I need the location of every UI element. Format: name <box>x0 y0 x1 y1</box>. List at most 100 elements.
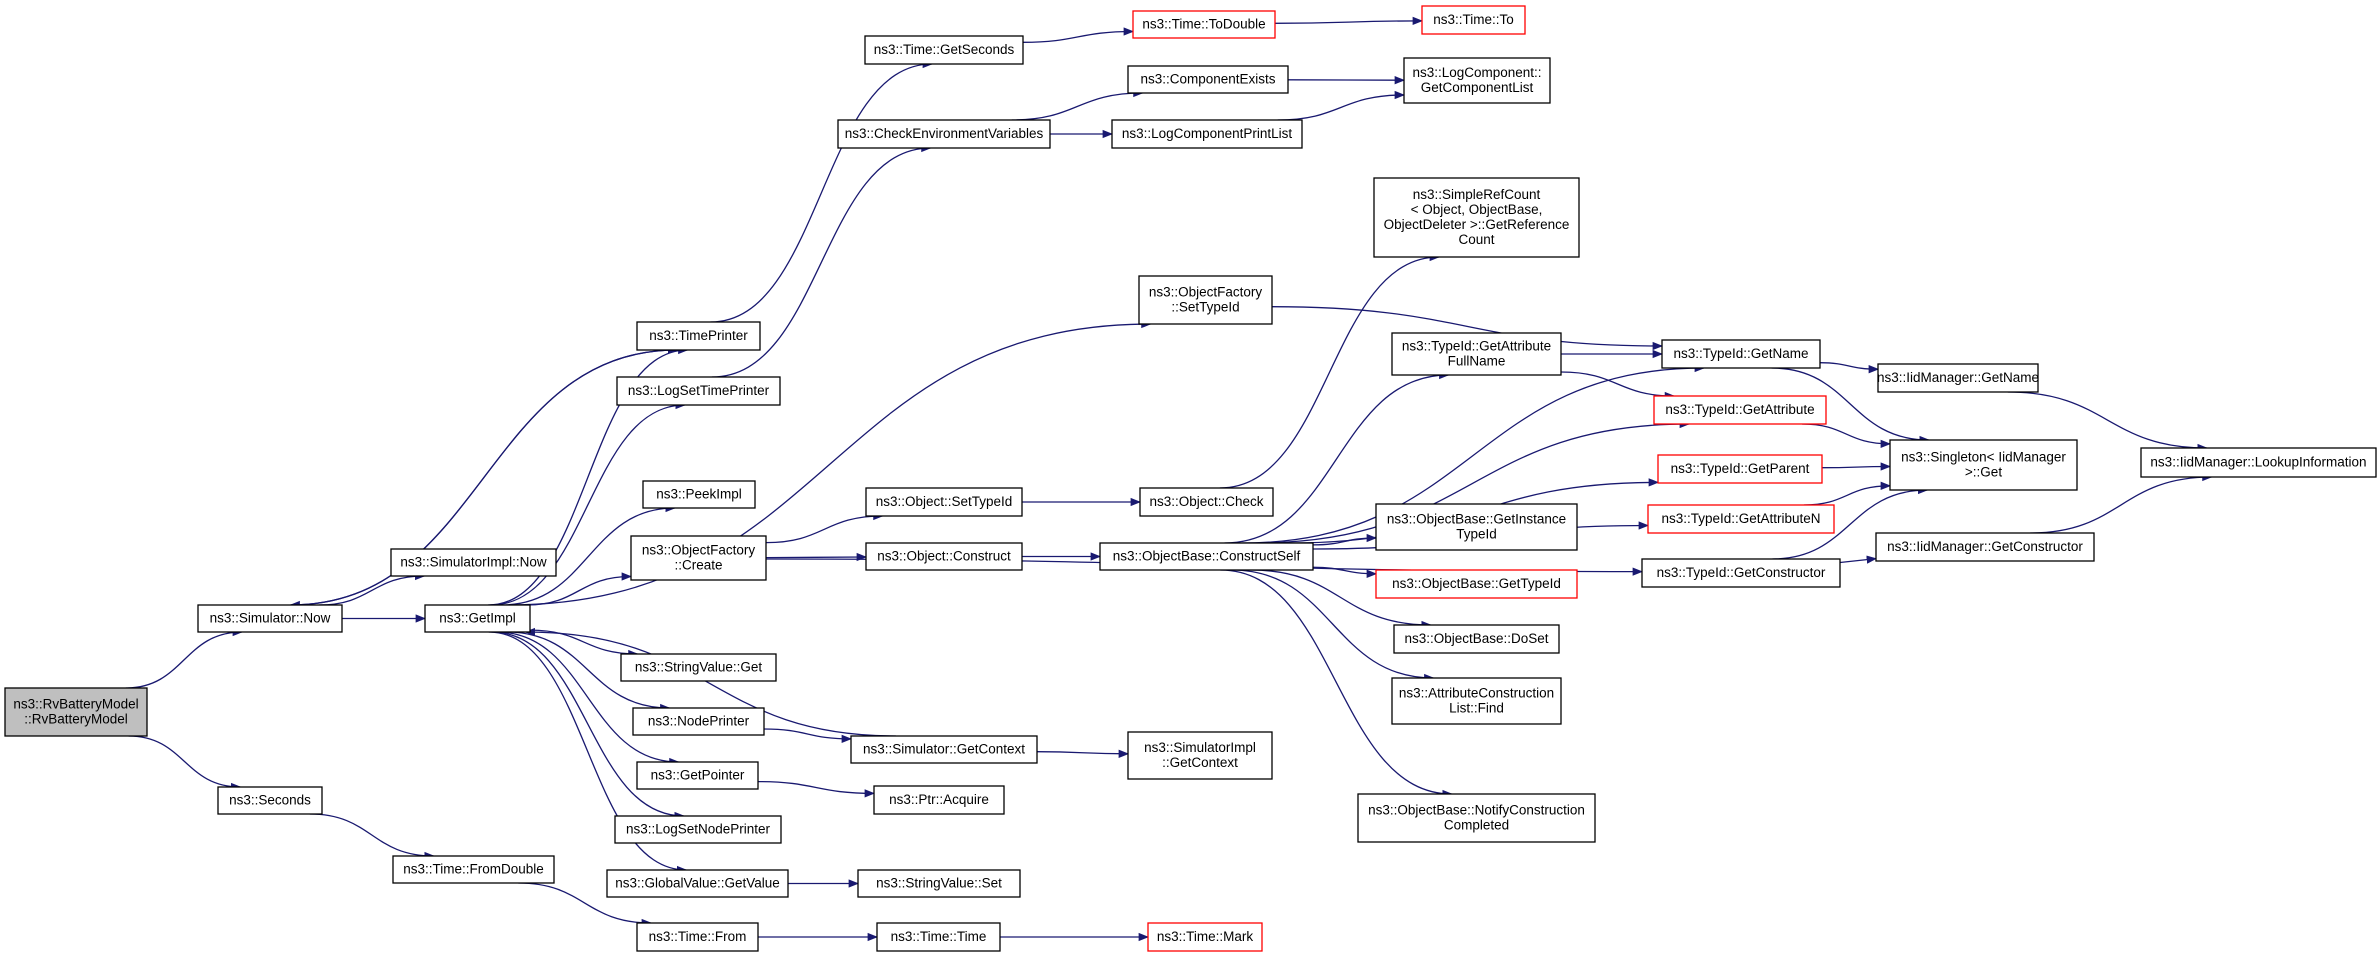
node-box[interactable] <box>4 687 148 737</box>
node-box[interactable] <box>837 119 1051 149</box>
graph-node[interactable]: ns3::ObjectBase::GetTypeId <box>1375 569 1578 599</box>
graph-node[interactable]: ns3::RvBatteryModel::RvBatteryModel <box>4 687 148 737</box>
node-box[interactable] <box>1127 65 1289 94</box>
graph-node[interactable]: ns3::GetImpl <box>424 604 531 633</box>
node-box[interactable] <box>630 535 767 581</box>
node-box[interactable] <box>1653 395 1827 425</box>
node-box[interactable] <box>1647 504 1835 534</box>
graph-node[interactable]: ns3::Simulator::Now <box>197 604 343 633</box>
graph-node[interactable]: ns3::StringValue::Get <box>620 653 777 682</box>
graph-node[interactable]: ns3::SimpleRefCount< Object, ObjectBase,… <box>1373 177 1580 258</box>
graph-node[interactable]: ns3::ObjectFactory::SetTypeId <box>1138 275 1273 325</box>
graph-node[interactable]: ns3::ObjectBase::NotifyConstructionCompl… <box>1357 793 1596 843</box>
graph-node[interactable]: ns3::LogComponent::GetComponentList <box>1403 57 1551 104</box>
node-box[interactable] <box>865 487 1023 517</box>
node-box[interactable] <box>614 815 782 844</box>
graph-node[interactable]: ns3::LogComponentPrintList <box>1111 119 1303 149</box>
graph-node[interactable]: ns3::TimePrinter <box>636 321 761 351</box>
graph-node[interactable]: ns3::Time::FromDouble <box>392 855 555 884</box>
node-box[interactable] <box>1391 332 1562 376</box>
node-box[interactable] <box>217 786 323 815</box>
node-box[interactable] <box>632 707 765 736</box>
graph-node[interactable]: ns3::Singleton< IidManager>::Get <box>1889 439 2078 491</box>
graph-node[interactable]: ns3::LogSetNodePrinter <box>614 815 782 844</box>
graph-node[interactable]: ns3::ObjectBase::DoSet <box>1393 624 1560 654</box>
graph-node[interactable]: ns3::ObjectFactory::Create <box>630 535 767 581</box>
graph-node[interactable]: ns3::TypeId::GetParent <box>1657 454 1823 484</box>
node-box[interactable] <box>636 922 759 952</box>
graph-node[interactable]: ns3::CheckEnvironmentVariables <box>837 119 1051 149</box>
graph-node[interactable]: ns3::Time::From <box>636 922 759 952</box>
graph-node[interactable]: ns3::GetPointer <box>636 761 759 790</box>
node-box[interactable] <box>424 604 531 633</box>
graph-node[interactable]: ns3::Ptr::Acquire <box>873 785 1005 815</box>
node-box[interactable] <box>620 653 777 682</box>
graph-node[interactable]: ns3::TypeId::GetConstructor <box>1641 558 1841 588</box>
node-box[interactable] <box>1657 454 1823 484</box>
node-box[interactable] <box>392 855 555 884</box>
graph-node[interactable]: ns3::TypeId::GetAttributeN <box>1647 504 1835 534</box>
graph-node[interactable]: ns3::ObjectBase::ConstructSelf <box>1099 542 1314 571</box>
node-box[interactable] <box>1403 57 1551 104</box>
node-box[interactable] <box>857 869 1021 898</box>
graph-node[interactable]: ns3::NodePrinter <box>632 707 765 736</box>
graph-node[interactable]: ns3::Simulator::GetContext <box>850 735 1038 764</box>
graph-node[interactable]: ns3::Time::ToDouble <box>1132 10 1276 39</box>
node-box[interactable] <box>1139 487 1274 517</box>
node-box[interactable] <box>1889 439 2078 491</box>
node-box[interactable] <box>1421 5 1526 35</box>
node-box[interactable] <box>1111 119 1303 149</box>
node-box[interactable] <box>197 604 343 633</box>
node-box[interactable] <box>1375 569 1578 599</box>
graph-node[interactable]: ns3::LogSetTimePrinter <box>616 376 781 406</box>
graph-node[interactable]: ns3::SimulatorImpl::GetContext <box>1127 731 1273 780</box>
graph-node[interactable]: ns3::GlobalValue::GetValue <box>606 869 789 898</box>
node-box[interactable] <box>390 548 557 577</box>
node-box[interactable] <box>1391 677 1562 725</box>
graph-node[interactable]: ns3::SimulatorImpl::Now <box>390 548 557 577</box>
graph-node[interactable]: ns3::Time::Time <box>876 922 1001 952</box>
node-box[interactable] <box>642 480 756 509</box>
node-box[interactable] <box>1393 624 1560 654</box>
graph-node[interactable]: ns3::Time::To <box>1421 5 1526 35</box>
graph-node[interactable]: ns3::Seconds <box>217 786 323 815</box>
graph-node[interactable]: ns3::Time::Mark <box>1147 922 1263 952</box>
node-box[interactable] <box>1132 10 1276 39</box>
node-box[interactable] <box>636 321 761 351</box>
node-box[interactable] <box>864 35 1024 65</box>
graph-node[interactable]: ns3::IidManager::GetConstructor <box>1875 532 2095 562</box>
graph-node[interactable]: ns3::Time::GetSeconds <box>864 35 1024 65</box>
node-box[interactable] <box>1875 532 2095 562</box>
node-box[interactable] <box>873 785 1005 815</box>
node-box[interactable] <box>2140 447 2377 478</box>
node-box[interactable] <box>876 922 1001 952</box>
graph-node[interactable]: ns3::IidManager::GetName <box>1877 363 2039 393</box>
node-box[interactable] <box>606 869 789 898</box>
graph-node[interactable]: ns3::TypeId::GetAttribute <box>1653 395 1827 425</box>
node-box[interactable] <box>1661 339 1821 369</box>
node-box[interactable] <box>1357 793 1596 843</box>
graph-node[interactable]: ns3::PeekImpl <box>642 480 756 509</box>
node-box[interactable] <box>1877 363 2039 393</box>
node-box[interactable] <box>1099 542 1314 571</box>
graph-node[interactable]: ns3::TypeId::GetName <box>1661 339 1821 369</box>
graph-node[interactable]: ns3::Object::SetTypeId <box>865 487 1023 517</box>
node-box[interactable] <box>1375 503 1578 551</box>
node-box[interactable] <box>1138 275 1273 325</box>
graph-node[interactable]: ns3::Object::Construct <box>865 542 1023 571</box>
node-box[interactable] <box>1641 558 1841 588</box>
node-box[interactable] <box>850 735 1038 764</box>
graph-node[interactable]: ns3::IidManager::LookupInformation <box>2140 447 2377 478</box>
graph-node[interactable]: ns3::StringValue::Set <box>857 869 1021 898</box>
node-box[interactable] <box>865 542 1023 571</box>
node-box[interactable] <box>1147 922 1263 952</box>
node-box[interactable] <box>616 376 781 406</box>
graph-node[interactable]: ns3::Object::Check <box>1139 487 1274 517</box>
node-box[interactable] <box>1373 177 1580 258</box>
node-box[interactable] <box>1127 731 1273 780</box>
node-box[interactable] <box>636 761 759 790</box>
graph-node[interactable]: ns3::ComponentExists <box>1127 65 1289 94</box>
